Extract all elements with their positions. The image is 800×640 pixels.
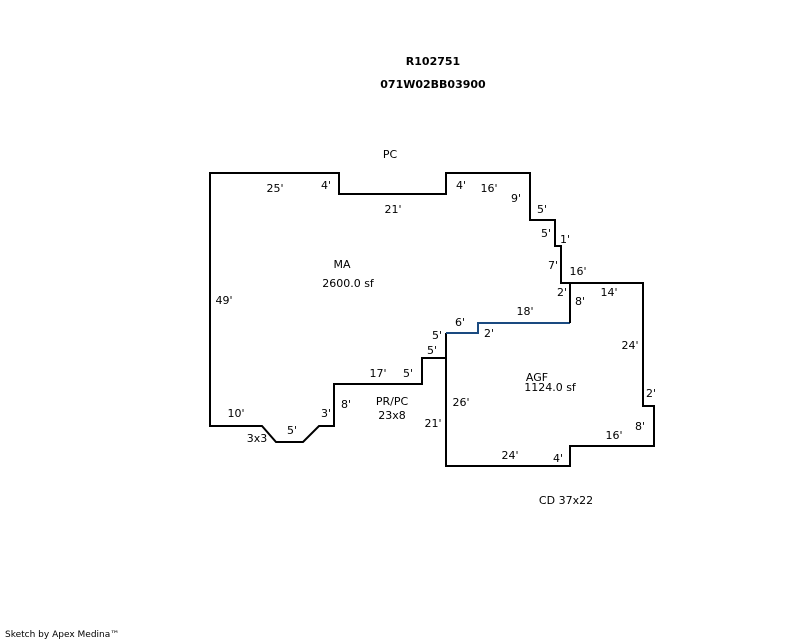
- dimension-label: 6': [455, 316, 465, 329]
- dimension-label: 5': [403, 367, 413, 380]
- dimension-label: 18': [516, 305, 533, 318]
- main-area-label: MA: [333, 258, 350, 271]
- dimension-label: 16': [569, 265, 586, 278]
- dimension-label: 2': [646, 387, 656, 400]
- dimension-label: 24': [501, 449, 518, 462]
- garage-label: AGF: [526, 371, 548, 384]
- dimension-label: 9': [511, 192, 521, 205]
- dimension-label: 5': [427, 344, 437, 357]
- dimension-label: 2': [557, 286, 567, 299]
- dimension-label: 4': [456, 179, 466, 192]
- dimension-label: 24': [621, 339, 638, 352]
- dimension-label: 5': [432, 329, 442, 342]
- garage-outline: [445, 282, 655, 467]
- main-area-size: 2600.0 sf: [322, 277, 375, 290]
- dimension-label: 2': [484, 327, 494, 340]
- dimension-label: 14': [600, 286, 617, 299]
- dimension-label: 17': [369, 367, 386, 380]
- pc-label: PC: [383, 148, 398, 161]
- record-id: R102751: [406, 55, 460, 68]
- small-box-label: 3x3: [247, 432, 268, 445]
- garage-size: 1124.0 sf: [524, 381, 577, 394]
- dimension-label: 16': [480, 182, 497, 195]
- dimension-label: 26': [452, 396, 469, 409]
- dimension-label: 16': [605, 429, 622, 442]
- dimension-label: 5': [287, 424, 297, 437]
- dimension-label: 5': [537, 203, 547, 216]
- dimension-label: 8': [635, 420, 645, 433]
- dimension-label: 5': [541, 227, 551, 240]
- dimension-label: 25': [266, 182, 283, 195]
- dimension-label: 49': [215, 294, 232, 307]
- dimension-label: 21': [424, 417, 441, 430]
- dimension-label: 3': [321, 407, 331, 420]
- deck-label: CD 37x22: [539, 494, 593, 507]
- dimension-label: 8': [341, 398, 351, 411]
- dimension-label: 8': [575, 295, 585, 308]
- shared-wall: [446, 322, 570, 334]
- sketch-credit: Sketch by Apex Medina™: [5, 630, 119, 640]
- dimension-label: 4': [553, 452, 563, 465]
- porch-size: 23x8: [378, 409, 406, 422]
- dimension-label: 7': [548, 259, 558, 272]
- porch-label: PR/PC: [376, 395, 409, 408]
- main-area-outline: [209, 172, 571, 443]
- dimension-label: 21': [384, 203, 401, 216]
- parcel-number: 071W02BB03900: [380, 78, 486, 91]
- dimension-label: 10': [227, 407, 244, 420]
- dimension-label: 4': [321, 179, 331, 192]
- dimension-label: 1': [560, 233, 570, 246]
